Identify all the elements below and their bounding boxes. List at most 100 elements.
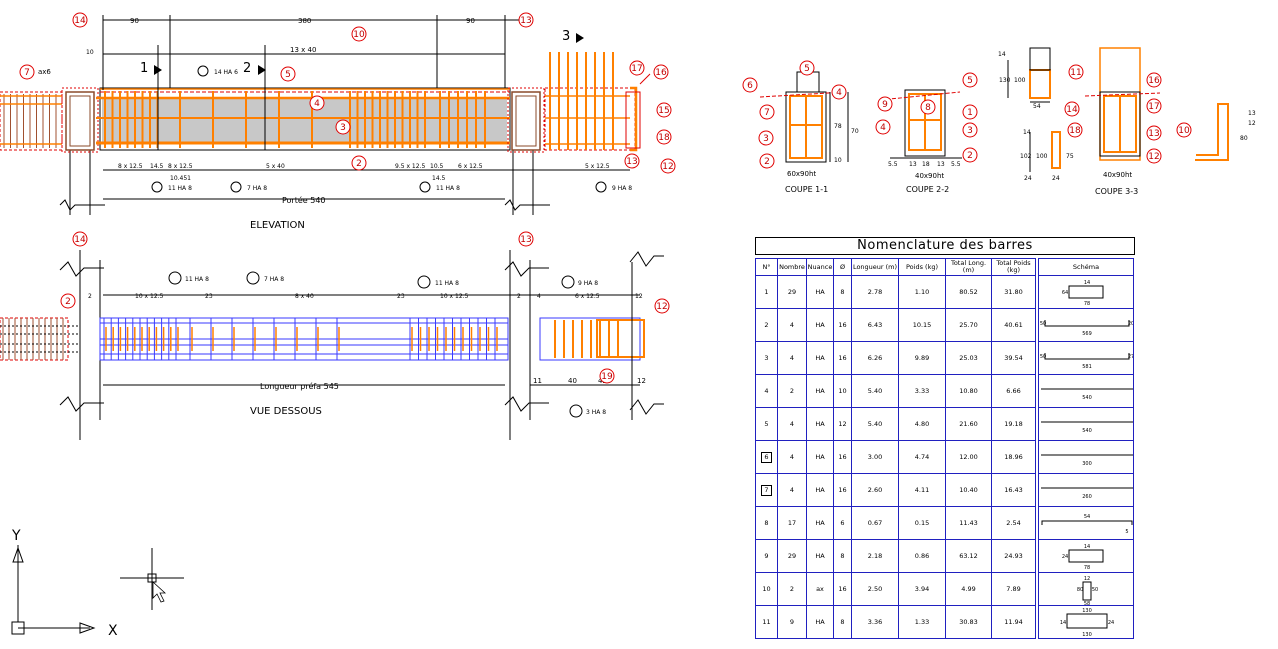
cell-tpoids: 7.89: [1006, 584, 1021, 593]
elev-bottom-dim: 5 x 40: [266, 163, 285, 170]
elev-bottom-dim: 8 x 12.5: [118, 163, 143, 170]
cell-n: 8: [764, 518, 769, 527]
under-top-dim: 2: [88, 293, 92, 300]
svg-text:2: 2: [764, 157, 770, 167]
row-tpoids: 19.18: [992, 408, 1036, 441]
row-tpoids: 7.89: [992, 573, 1036, 606]
cell-tpoids: 2.54: [1006, 518, 1021, 527]
row-nombre: 4: [778, 408, 807, 441]
cell-nombre: 2: [789, 584, 795, 593]
marker-5: 5: [280, 66, 296, 82]
svg-text:10: 10: [353, 30, 365, 40]
svg-text:3: 3: [967, 126, 973, 136]
row-poids: 3.94: [899, 573, 946, 606]
cell-nuance: HA: [815, 452, 825, 461]
marker-2: 2: [60, 293, 76, 309]
svg-text:13: 13: [520, 16, 531, 26]
cell-nombre: 4: [789, 353, 795, 362]
schema-cell: 540: [1038, 375, 1134, 408]
coupe2-width: 40x90ht: [915, 172, 944, 180]
cell-nombre: 4: [789, 485, 795, 494]
schema-dim: 78: [1084, 565, 1090, 571]
elevation-title: ELEVATION: [250, 220, 305, 231]
schema-dim: 14: [1084, 280, 1090, 286]
schema-dim: 78: [1084, 301, 1090, 307]
row-poids: 10.15: [899, 309, 946, 342]
under-dim-11: 11: [533, 377, 542, 385]
svg-text:16: 16: [1148, 76, 1160, 86]
row-longueur: 2.18: [852, 540, 899, 573]
row-tlong: 25.03: [946, 342, 992, 375]
coupe1-dim-78: 78: [834, 123, 842, 130]
row-tlong: 10.80: [946, 375, 992, 408]
cell-tlong: 63.12: [959, 551, 978, 560]
sections-area: 78 70 10 60x90ht COUPE 1-1 5.5 13 18 13 …: [759, 47, 1256, 196]
svg-text:4: 4: [836, 88, 842, 98]
underside-title: VUE DESSOUS: [250, 406, 322, 417]
cell-d: 8: [840, 287, 845, 296]
svg-text:12: 12: [656, 302, 667, 312]
cell-n: 9: [764, 551, 769, 560]
svg-text:12: 12: [662, 162, 673, 172]
ucs-x-label: X: [108, 623, 118, 639]
cell-tpoids: 11.94: [1004, 617, 1023, 626]
crosshair-cursor-icon[interactable]: [120, 548, 184, 610]
marker-15: 15: [656, 102, 672, 118]
row-nombre: 9: [778, 606, 807, 639]
svg-text:11 HA 8: 11 HA 8: [436, 185, 460, 192]
schema-dim: 540: [1082, 395, 1092, 401]
cell-tlong: 12.00: [959, 452, 978, 461]
row-n: 8: [755, 507, 778, 540]
coupe1-width: 60x90ht: [787, 170, 816, 178]
marker-9: 9: [877, 96, 893, 112]
row-longueur: 2.78: [852, 276, 899, 309]
cell-nuance: HA: [815, 485, 825, 494]
row-n: 6: [755, 441, 778, 474]
marker-18: 18: [1067, 122, 1083, 138]
schema-dim: 12: [1084, 576, 1090, 582]
header-cell: Schéma: [1038, 258, 1134, 276]
detail-dim-14: 14: [998, 51, 1006, 58]
marker-13: 13: [518, 12, 534, 28]
row-n: 11: [755, 606, 778, 639]
bar-schema-icon: 300: [1041, 454, 1133, 467]
cell-nuance: HA: [815, 386, 825, 395]
row-poids: 1.33: [899, 606, 946, 639]
svg-text:17: 17: [631, 64, 642, 74]
svg-text:13: 13: [520, 235, 531, 245]
cell-longueur: 6.43: [867, 320, 883, 329]
row-poids: 0.15: [899, 507, 946, 540]
cell-tpoids: 19.18: [1004, 419, 1023, 428]
marker-10: 10: [351, 26, 367, 42]
bar-schema-icon: 545: [1041, 514, 1133, 535]
cell-n: 4: [764, 386, 769, 395]
header-cell: Longueur (m): [852, 258, 899, 276]
cell-n: 7: [761, 484, 772, 496]
left-existing-beam: [0, 91, 63, 151]
bar-schema-icon: 540: [1041, 421, 1133, 434]
row-poids: 4.11: [899, 474, 946, 507]
under-callout-11ha8-right: 11 HA 8: [417, 275, 459, 289]
cell-d: 12: [838, 419, 847, 428]
cell-nombre: 9: [789, 617, 795, 626]
schema-dim: 27: [1128, 354, 1133, 360]
svg-text:5: 5: [285, 70, 291, 80]
detail-dim-130: 130: [999, 77, 1011, 84]
cell-tlong: 21.60: [959, 419, 978, 428]
row-longueur: 6.26: [852, 342, 899, 375]
row-d: 16: [834, 573, 852, 606]
svg-text:14: 14: [1066, 105, 1078, 115]
schema-dim: 14: [1084, 544, 1090, 550]
row-tlong: 21.60: [946, 408, 992, 441]
row-longueur: 5.40: [852, 375, 899, 408]
cell-nombre: 2: [789, 386, 795, 395]
elevation-stirrups: [104, 91, 486, 148]
marker-5: 5: [962, 72, 978, 88]
row-nuance: HA: [807, 309, 834, 342]
cell-poids: 0.86: [914, 551, 930, 560]
